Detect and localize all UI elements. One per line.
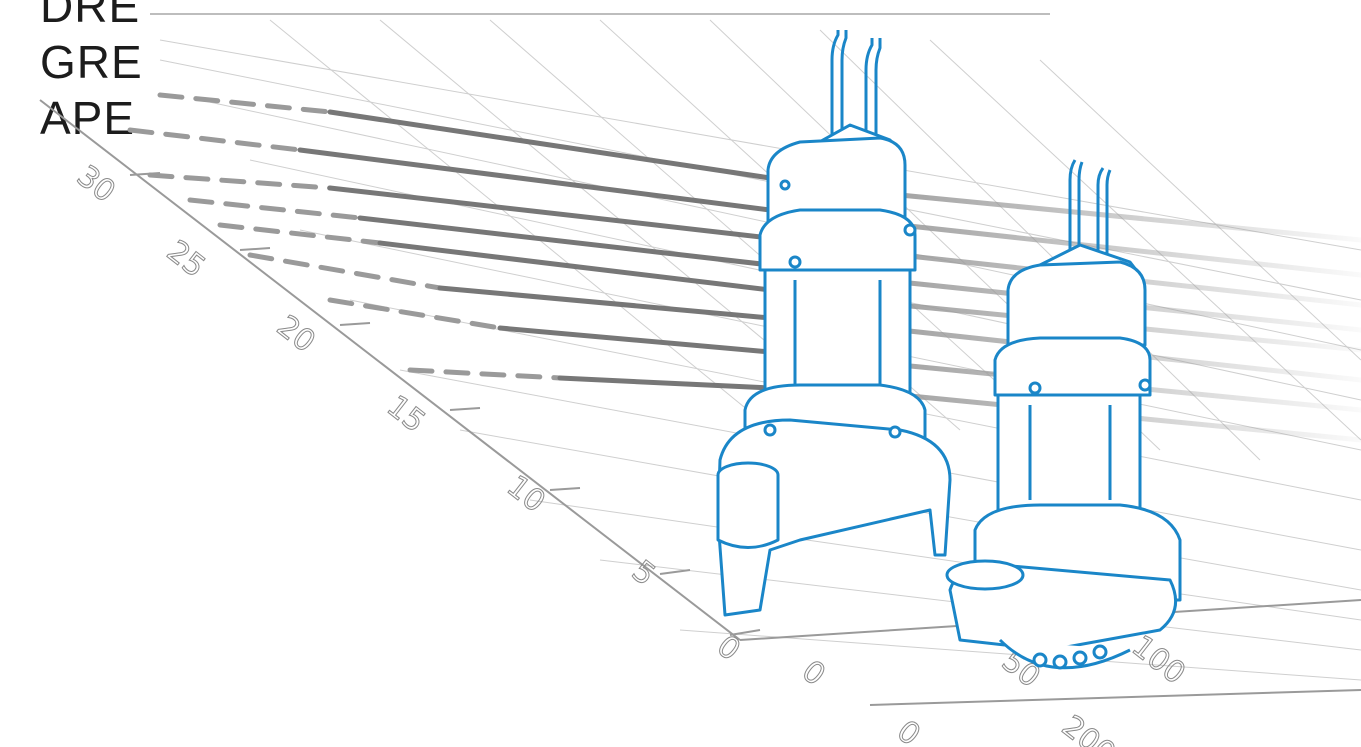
small-pump-icon [945, 159, 1182, 670]
series-label-gre: GRE [40, 36, 143, 88]
series-label-dre: DRE [40, 0, 141, 32]
x-tick-0: 0 [795, 654, 832, 693]
y-tick-25: 25 [160, 234, 212, 285]
x2-tick-0: 0 [890, 714, 927, 747]
x2-axis [869, 689, 1361, 706]
large-pump-icon [716, 30, 952, 617]
x2-tick-200: 200 [1055, 709, 1122, 747]
y-tick-5: 5 [625, 554, 662, 593]
y-tick-20: 20 [270, 309, 322, 360]
y-tick-30: 30 [70, 159, 122, 210]
y-axis [39, 99, 741, 641]
y-tick-10: 10 [500, 469, 552, 520]
series-label-list: DRE GRE APE [40, 0, 143, 146]
x-tick-100: 100 [1125, 629, 1192, 692]
